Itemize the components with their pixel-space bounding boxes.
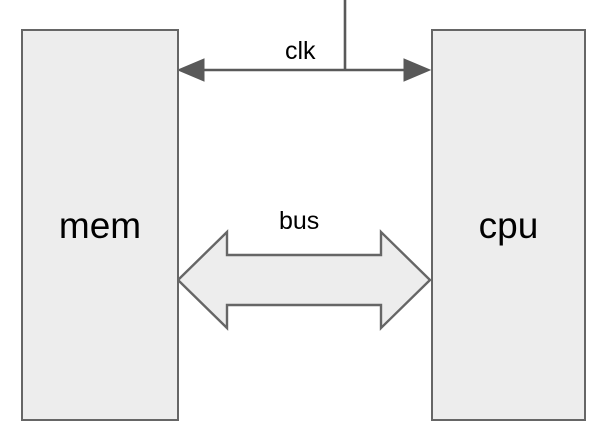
node-cpu-label: cpu (478, 204, 539, 246)
clk-arrowhead-left (176, 58, 205, 82)
node-mem[interactable]: mem (21, 29, 179, 421)
edge-label-clk: clk (285, 37, 316, 65)
edge-label-bus: bus (279, 207, 320, 235)
node-mem-label: mem (58, 204, 142, 246)
node-cpu[interactable]: cpu (431, 29, 586, 421)
clk-arrowhead-right (403, 58, 432, 82)
bus-block-arrow (176, 229, 432, 331)
